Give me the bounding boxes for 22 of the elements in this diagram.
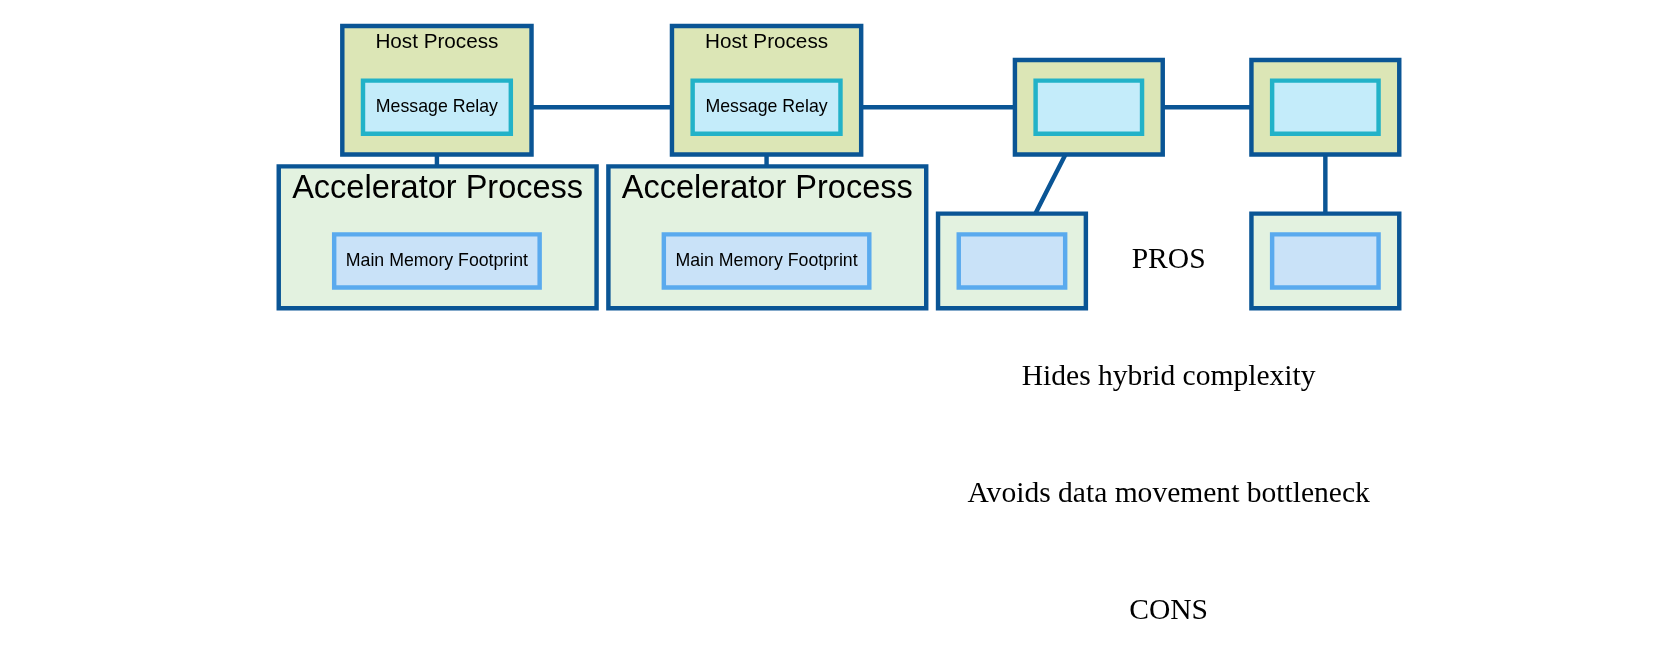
node-box: Message Relay [689, 78, 843, 137]
label: Avoids data movement bottleneck [966, 475, 1370, 508]
node-box: Main Memory Footprint [331, 232, 542, 290]
node-box: Main Memory Footprint [661, 232, 871, 290]
connector [1162, 105, 1251, 110]
cluster [1248, 211, 1401, 311]
label: CONS [1128, 592, 1208, 625]
node-box [1269, 232, 1381, 290]
label: PROS [1131, 242, 1206, 275]
cluster [1012, 57, 1165, 157]
node-box [1032, 78, 1144, 137]
connector [763, 154, 769, 167]
cluster [935, 211, 1088, 311]
node-box [1269, 78, 1381, 137]
connector [1322, 154, 1328, 214]
connector [860, 105, 1015, 110]
connector [1032, 153, 1067, 215]
cluster [1248, 57, 1401, 157]
node-box [956, 232, 1067, 290]
label: Hides hybrid complexity [1021, 359, 1316, 392]
connector [531, 105, 672, 110]
node-box: Message Relay [360, 78, 513, 137]
